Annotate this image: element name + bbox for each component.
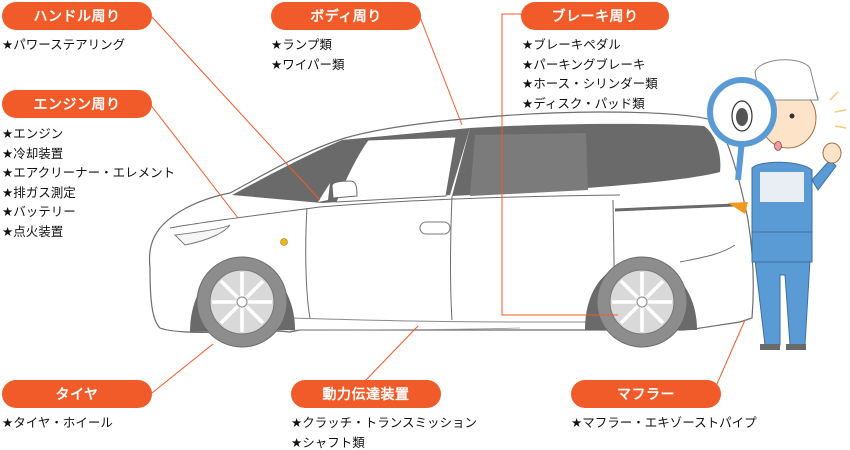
category-badge-handle: ハンドル周り <box>2 2 152 30</box>
list-item: ★冷却装置 <box>2 145 64 161</box>
car-body-icon <box>148 111 754 333</box>
list-item: ★バッテリー <box>2 204 76 219</box>
list-item: ★マフラー・エキゾーストパイプ <box>571 415 757 430</box>
mechanic-character-icon <box>707 59 847 350</box>
category-list-muffler: ★マフラー・エキゾーストパイプ <box>571 413 757 433</box>
list-item: ★ディスク・パッド類 <box>522 95 645 111</box>
category-list-engine: ★エンジン ★冷却装置 ★エアクリーナー・エレメント ★排ガス測定 ★バッテリー… <box>2 124 175 241</box>
list-item: ★エンジン <box>2 126 64 141</box>
category-badge-drivetrain: 動力伝達装置 <box>291 380 441 408</box>
category-list-body: ★ランプ類 ★ワイパー類 <box>271 35 344 74</box>
list-item: ★ランプ類 <box>271 37 332 52</box>
category-list-tire: ★タイヤ・ホイール <box>2 413 113 433</box>
rear-wheel-icon <box>585 256 697 348</box>
leader-lines <box>149 13 746 394</box>
list-item: ★エアクリーナー・エレメント <box>2 165 176 180</box>
list-item: ★ワイパー類 <box>271 56 345 72</box>
list-item: ★点火装置 <box>2 223 64 239</box>
category-list-handle: ★パワーステアリング <box>2 35 125 55</box>
list-item: ★シャフト類 <box>291 434 365 450</box>
list-item: ★排ガス測定 <box>2 184 76 200</box>
category-badge-engine: エンジン周り <box>2 90 152 118</box>
list-item: ★パーキングブレーキ <box>522 56 646 72</box>
front-wheel-icon <box>190 256 295 348</box>
list-item: ★クラッチ・トランスミッション <box>291 415 477 430</box>
list-item: ★タイヤ・ホイール <box>2 415 113 430</box>
category-list-brake: ★ブレーキペダル ★パーキングブレーキ ★ホース・シリンダー類 ★ディスク・パッ… <box>522 35 658 113</box>
category-badge-body: ボディ周り <box>271 2 421 30</box>
category-badge-brake: ブレーキ周り <box>521 2 669 30</box>
category-badge-tire: タイヤ <box>2 380 152 408</box>
list-item: ★パワーステアリング <box>2 37 126 52</box>
category-list-drivetrain: ★クラッチ・トランスミッション ★シャフト類 <box>291 413 477 450</box>
category-badge-muffler: マフラー <box>571 380 721 408</box>
list-item: ★ブレーキペダル <box>522 37 621 52</box>
list-item: ★ホース・シリンダー類 <box>522 76 658 91</box>
